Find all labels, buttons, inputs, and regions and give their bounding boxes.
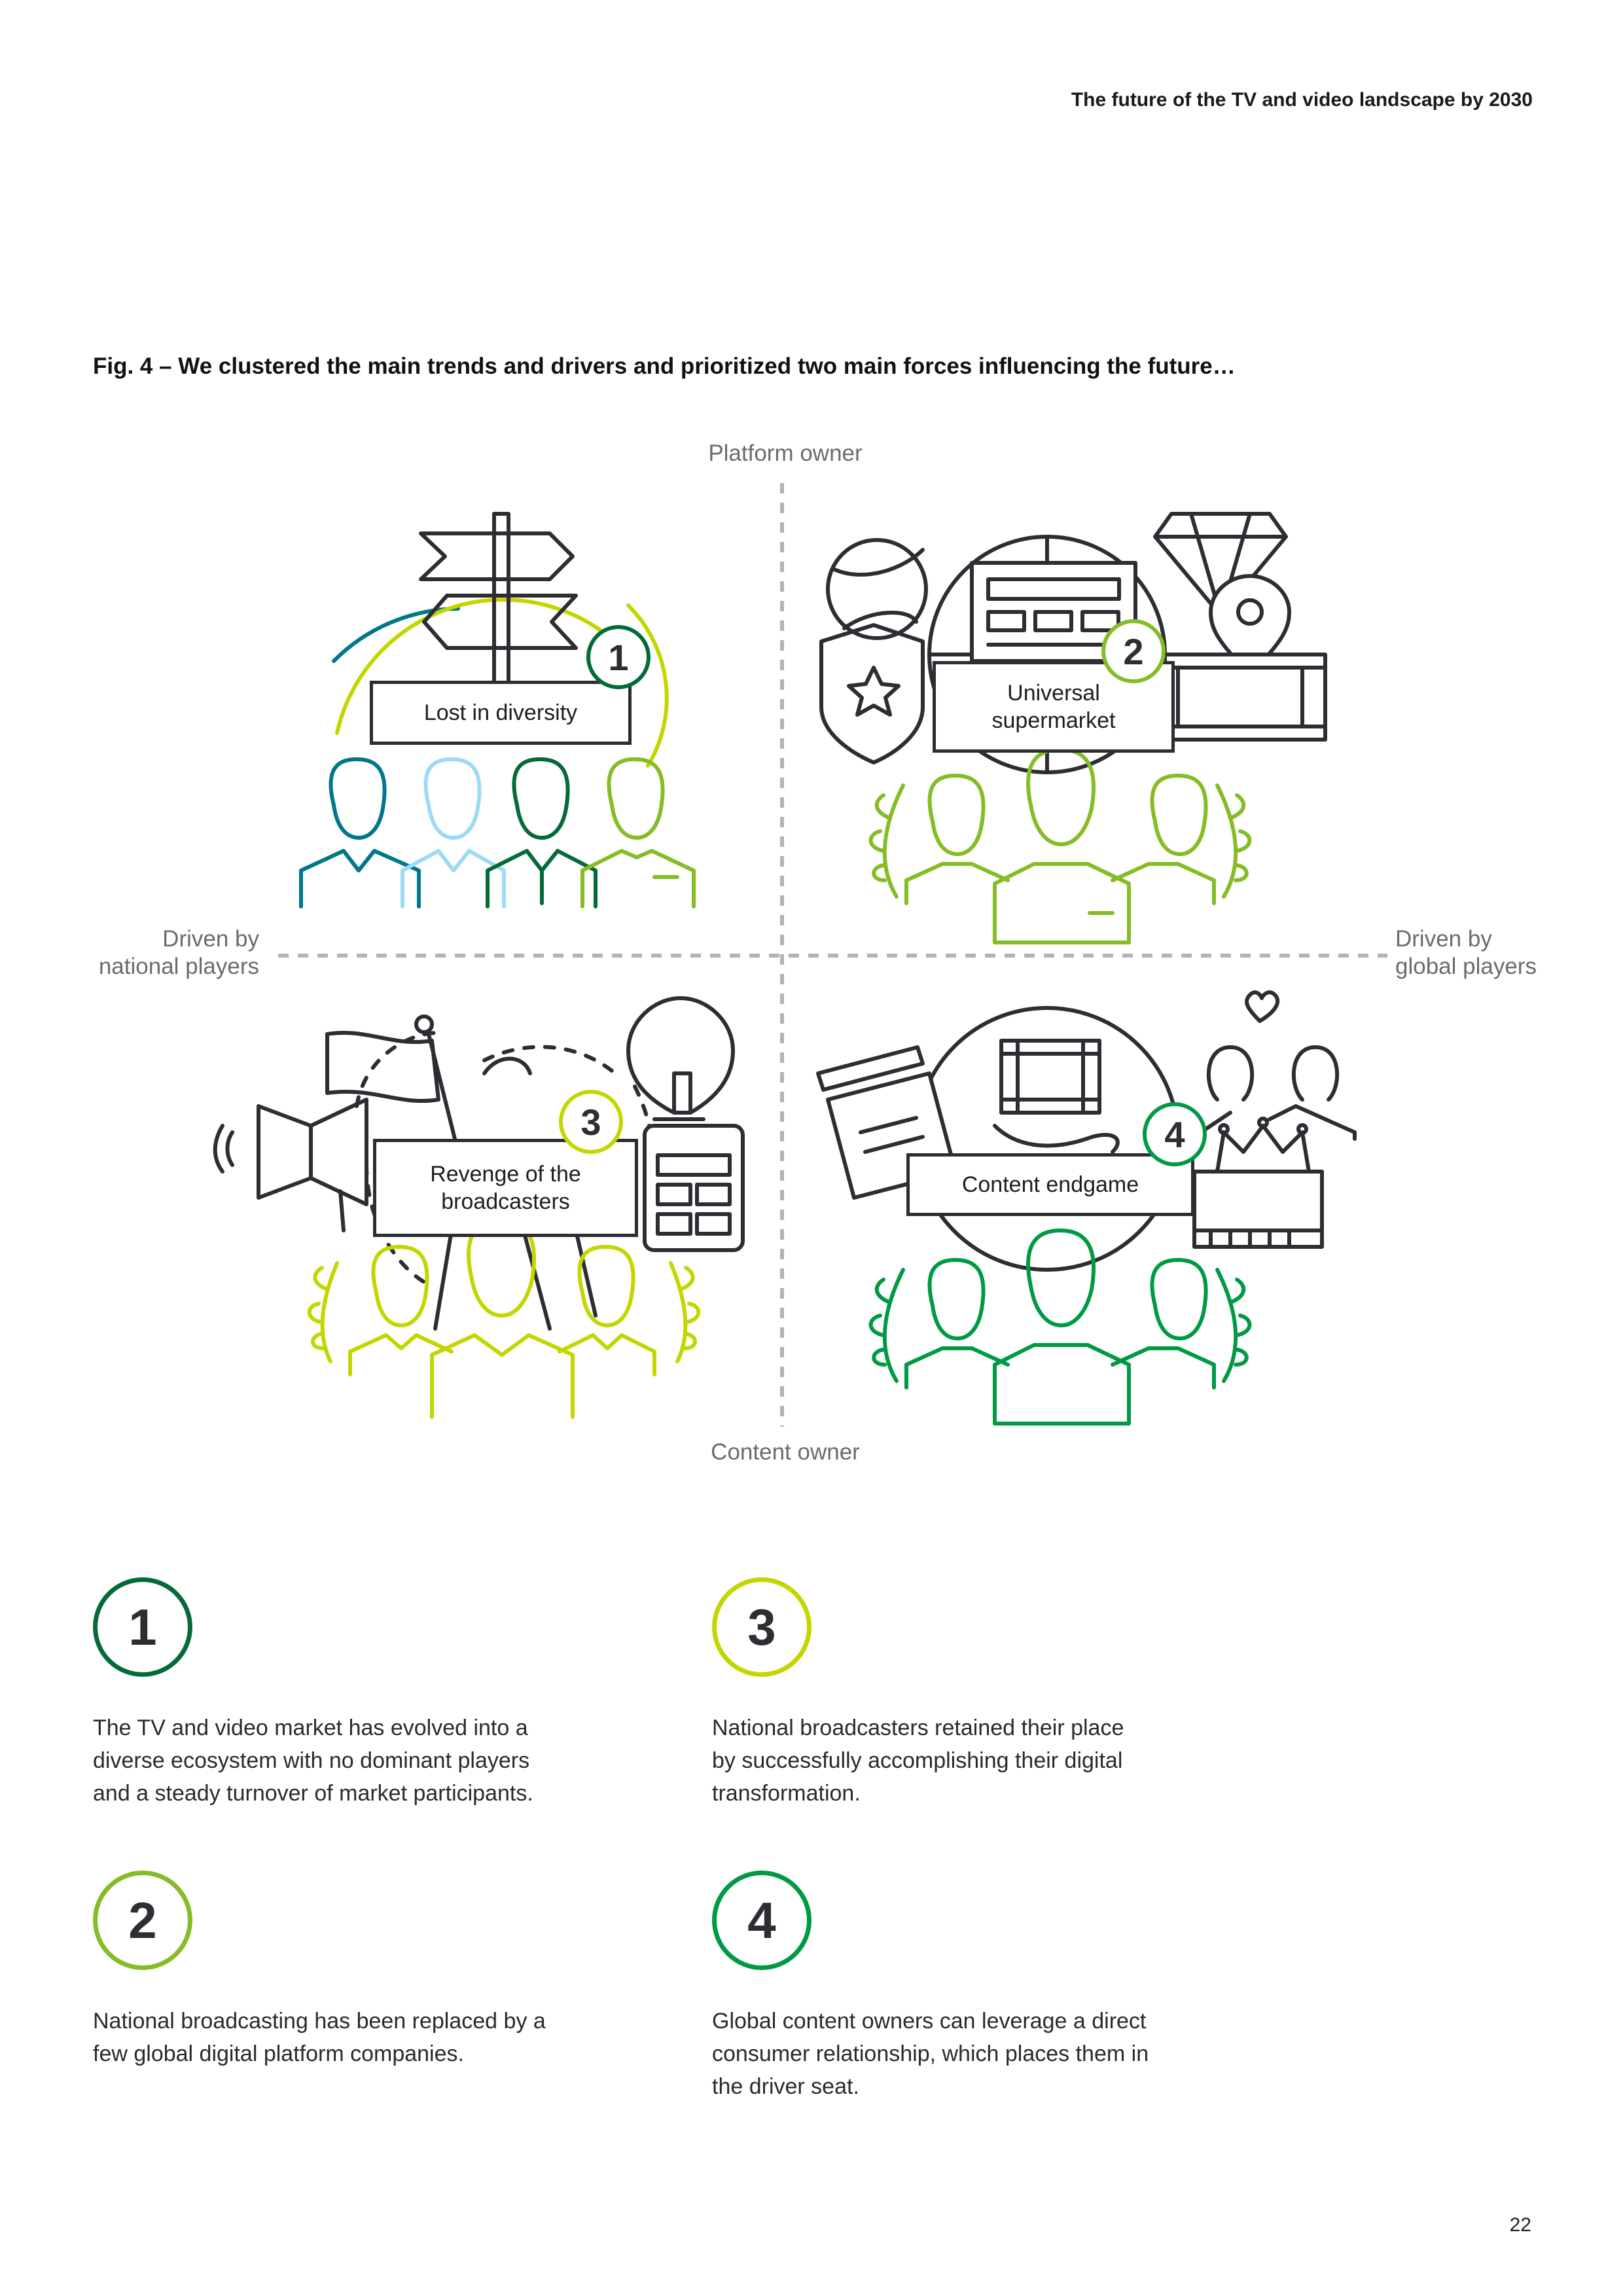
stage-lines	[433, 1229, 597, 1331]
key-1-badge: 1	[93, 1577, 192, 1677]
quadrant-3-label-line1: Revenge of the	[430, 1162, 581, 1187]
crowd-lime-icon	[348, 1219, 656, 1419]
key-1-line: The TV and video market has evolved into…	[93, 1715, 528, 1740]
page-number: 22	[1509, 2214, 1531, 2236]
quadrant-2-label-line1: Universal	[1007, 681, 1100, 706]
quadrant-2-badge: 2	[1101, 619, 1166, 683]
axis-label-left: Driven by national players	[59, 925, 259, 980]
arc-lime	[335, 598, 630, 735]
figure-title: Fig. 4 – We clustered the main trends an…	[93, 353, 1236, 379]
quadrant-2-illustration	[819, 512, 1327, 944]
quadrant-3-label-line2: broadcasters	[441, 1189, 570, 1214]
laurel-left-icon	[868, 783, 905, 899]
key-4-badge: 4	[712, 1871, 812, 1970]
building-stage-icon	[1192, 1170, 1324, 1249]
shield-star-icon	[819, 623, 925, 764]
key-3-badge: 3	[712, 1577, 812, 1677]
building-grid-icon	[643, 1124, 745, 1252]
key-3-text: National broadcasters retained their pla…	[712, 1712, 1209, 1810]
laurel-left-lime-icon	[307, 1261, 339, 1363]
dotted-arc	[355, 1031, 654, 1285]
axis-label-left-line1: Driven by	[162, 926, 259, 952]
ball-icon	[826, 538, 928, 640]
quadrant-2-label-line2: supermarket	[991, 708, 1116, 733]
key-3-line: National broadcasters retained their pla…	[712, 1715, 1124, 1740]
person-teal-icon	[299, 757, 421, 908]
arc-teal	[332, 607, 460, 663]
axis-label-right: Driven by global players	[1395, 925, 1592, 980]
person-green-icon	[580, 757, 696, 908]
laurel-right-lime-icon	[669, 1261, 701, 1363]
key-3-line: by successfully accomplishing their digi…	[712, 1748, 1123, 1773]
film-strip-icon	[1163, 653, 1327, 742]
laurel-right-icon	[1215, 783, 1252, 899]
arc-lime-right	[626, 603, 669, 768]
axis-label-right-line1: Driven by	[1395, 926, 1492, 952]
key-1-line: diverse ecosystem with no dominant playe…	[93, 1748, 530, 1773]
megaphone-icon	[213, 1098, 368, 1232]
quadrant-1-badge: 1	[586, 625, 651, 689]
crowd-green-icon	[904, 747, 1216, 944]
key-4-line: consumer relationship, which places them…	[712, 2041, 1149, 2066]
key-4-line: Global content owners can leverage a dir…	[712, 2009, 1147, 2034]
axis-label-left-line2: national players	[98, 954, 259, 979]
person-darkgreen-icon	[486, 757, 597, 908]
two-people-heart-icon	[1189, 990, 1357, 1141]
key-2-line: few global digital platform companies.	[93, 2041, 464, 2066]
quadrant-4-label: Content endgame	[906, 1153, 1194, 1216]
quadrant-3-badge: 3	[559, 1090, 623, 1154]
quadrant-3-illustration	[213, 996, 745, 1419]
key-2-badge: 2	[93, 1871, 192, 1970]
quadrant-4-badge: 4	[1143, 1102, 1207, 1166]
key-1-line: and a steady turnover of market particip…	[93, 1781, 533, 1806]
film-reel-screen-icon	[999, 1039, 1101, 1115]
quadrant-1-label: Lost in diversity	[370, 681, 632, 745]
hand-icon	[993, 1124, 1120, 1154]
axis-label-top: Platform owner	[708, 440, 863, 466]
laurel-left-green-icon	[868, 1268, 905, 1383]
running-header: The future of the TV and video landscape…	[1071, 89, 1533, 111]
crowd-green-icon-2	[904, 1229, 1216, 1426]
laurel-right-green-icon	[1215, 1268, 1252, 1383]
crown-icon	[1215, 1117, 1311, 1174]
key-3-line: transformation.	[712, 1781, 861, 1806]
axis-label-right-line2: global players	[1395, 954, 1537, 979]
key-2-line: National broadcasting has been replaced …	[93, 2009, 546, 2034]
person-lightblue-icon	[401, 757, 506, 908]
quadrant-3-label: Revenge of the broadcasters	[373, 1139, 638, 1237]
key-4-line: the driver seat.	[712, 2074, 859, 2099]
quadrant-2-label: Universal supermarket	[933, 661, 1175, 753]
key-4-text: Global content owners can leverage a dir…	[712, 2005, 1209, 2103]
key-1-text: The TV and video market has evolved into…	[93, 1712, 590, 1810]
key-2-text: National broadcasting has been replaced …	[93, 2005, 590, 2070]
axis-label-bottom: Content owner	[711, 1439, 860, 1465]
location-pin-icon	[1209, 574, 1291, 676]
